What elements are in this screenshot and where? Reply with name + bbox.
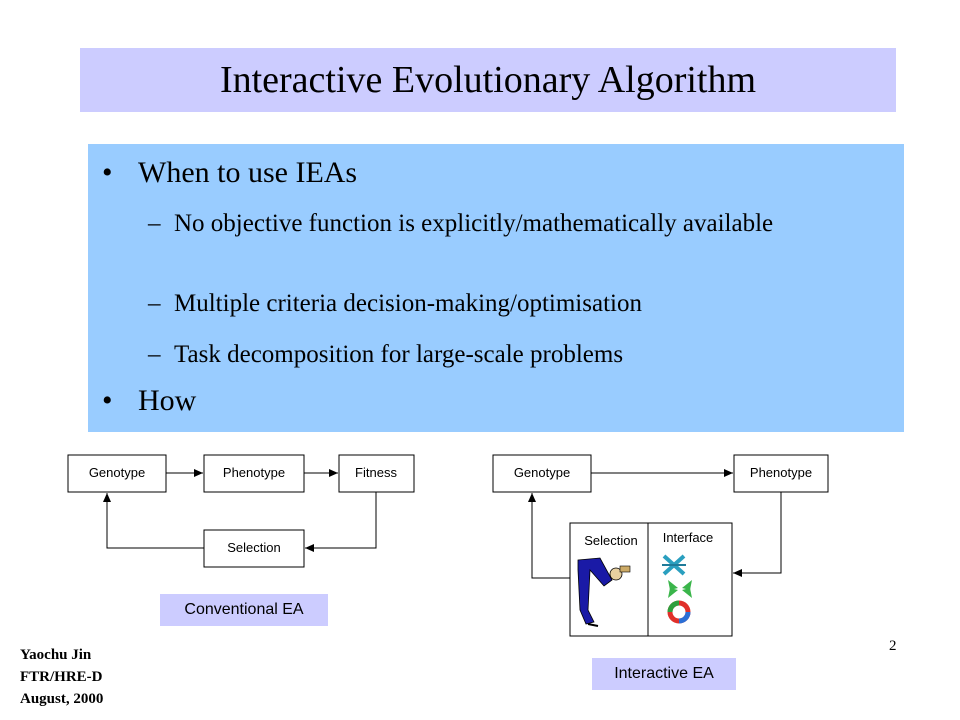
bullet-dot: • xyxy=(102,156,113,189)
arrow-fitness-to-selection xyxy=(305,492,377,552)
int-interface-box xyxy=(647,522,733,637)
int-phenotype-label: Phenotype xyxy=(750,465,812,480)
int-interface-label: Interface xyxy=(663,530,714,545)
conv-phenotype-label: Phenotype xyxy=(223,465,285,480)
int-selection-label: Selection xyxy=(584,533,637,548)
sub-dash: – xyxy=(148,290,161,317)
int-genotype-label: Genotype xyxy=(514,465,570,480)
conv-genotype-box xyxy=(67,454,167,493)
footer-date: August, 2000 xyxy=(20,691,104,707)
page-number: 2 xyxy=(889,638,897,654)
bullet-how-text: How xyxy=(138,384,197,417)
crossover-icon xyxy=(662,554,686,576)
title-bar: Interactive Evolutionary Algorithm xyxy=(80,48,896,112)
conv-phenotype-box xyxy=(203,454,305,493)
conventional-ea-diagram: Genotype Phenotype Fitness Selection xyxy=(67,454,415,568)
arrow-selection-to-genotype xyxy=(528,493,570,579)
page-title: Interactive Evolutionary Algorithm xyxy=(219,59,757,101)
content-box: • When to use IEAs – No objective functi… xyxy=(88,144,904,432)
int-genotype-box xyxy=(492,454,592,493)
bullet-when-text: When to use IEAs xyxy=(138,156,358,189)
cycle-icon xyxy=(667,600,691,624)
sub-dash: – xyxy=(148,210,161,237)
conv-fitness-label: Fitness xyxy=(355,465,397,480)
arrow-phenotype-to-interface xyxy=(733,492,782,577)
footer-author: Yaochu Jin xyxy=(20,647,92,663)
sub-item-decomposition-text: Task decomposition for large-scale probl… xyxy=(174,341,624,368)
sub-item-objective-text: No objective function is explicitly/math… xyxy=(174,210,774,237)
mutation-arrows-icon xyxy=(668,580,692,598)
conv-selection-box xyxy=(203,529,305,568)
conventional-ea-caption: Conventional EA xyxy=(160,594,328,626)
bullet-dot: • xyxy=(102,384,113,417)
conv-selection-label: Selection xyxy=(227,540,280,555)
conv-genotype-label: Genotype xyxy=(89,465,145,480)
arrow-selection-to-genotype xyxy=(103,493,204,549)
footer: Yaochu Jin FTR/HRE-D August, 2000 xyxy=(20,644,103,710)
interactive-ea-caption: Interactive EA xyxy=(592,658,736,690)
person-pointing-icon xyxy=(577,557,631,627)
footer-dept: FTR/HRE-D xyxy=(20,669,103,685)
sub-dash: – xyxy=(148,341,161,368)
interactive-ea-diagram: Genotype Phenotype Selection Interface xyxy=(492,454,829,637)
sub-item-criteria-text: Multiple criteria decision-making/optimi… xyxy=(174,290,642,317)
conv-fitness-box xyxy=(338,454,415,493)
